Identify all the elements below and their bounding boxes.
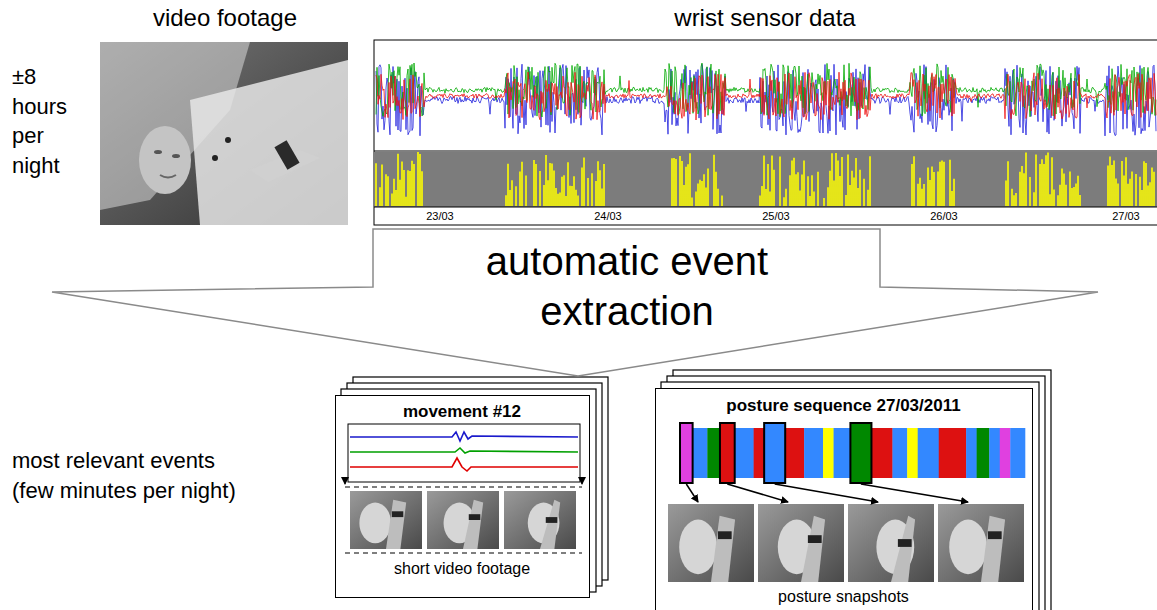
event-card: movement #12 short video footage: [335, 395, 590, 598]
caption: posture snapshots: [778, 587, 909, 606]
video-thumbnails: [345, 478, 1024, 582]
axis-date: 23/03: [426, 210, 454, 223]
heading: posture sequence 27/03/2011: [726, 396, 960, 416]
heading: automatic event extraction: [417, 236, 837, 336]
events-note: most relevant events: [12, 448, 215, 474]
movement-plot: [345, 424, 582, 553]
heading: movement #12: [403, 402, 521, 422]
event-card: posture sequence 27/03/2011 posture snaps…: [655, 388, 1033, 610]
heading: wrist sensor data: [674, 4, 855, 33]
caption: short video footage: [394, 559, 530, 578]
axis-date: 27/03: [1112, 210, 1140, 223]
video-frame: [100, 42, 348, 225]
axis-date: 26/03: [930, 210, 958, 223]
video-panel: video footage: [100, 0, 350, 226]
sensor-plot: [374, 40, 1157, 225]
events-note: (few minutes per night): [12, 478, 236, 504]
axis-date: 25/03: [762, 210, 790, 223]
duration-note: ±8 hours per night: [12, 62, 92, 181]
posture-bar: [680, 423, 1025, 502]
axis-date: 24/03: [594, 210, 622, 223]
sensor-panel: wrist sensor data: [373, 0, 1157, 226]
heading: video footage: [153, 4, 297, 33]
extraction-chevron: automatic event extraction: [50, 228, 1100, 378]
card-stack: [335, 370, 1051, 610]
